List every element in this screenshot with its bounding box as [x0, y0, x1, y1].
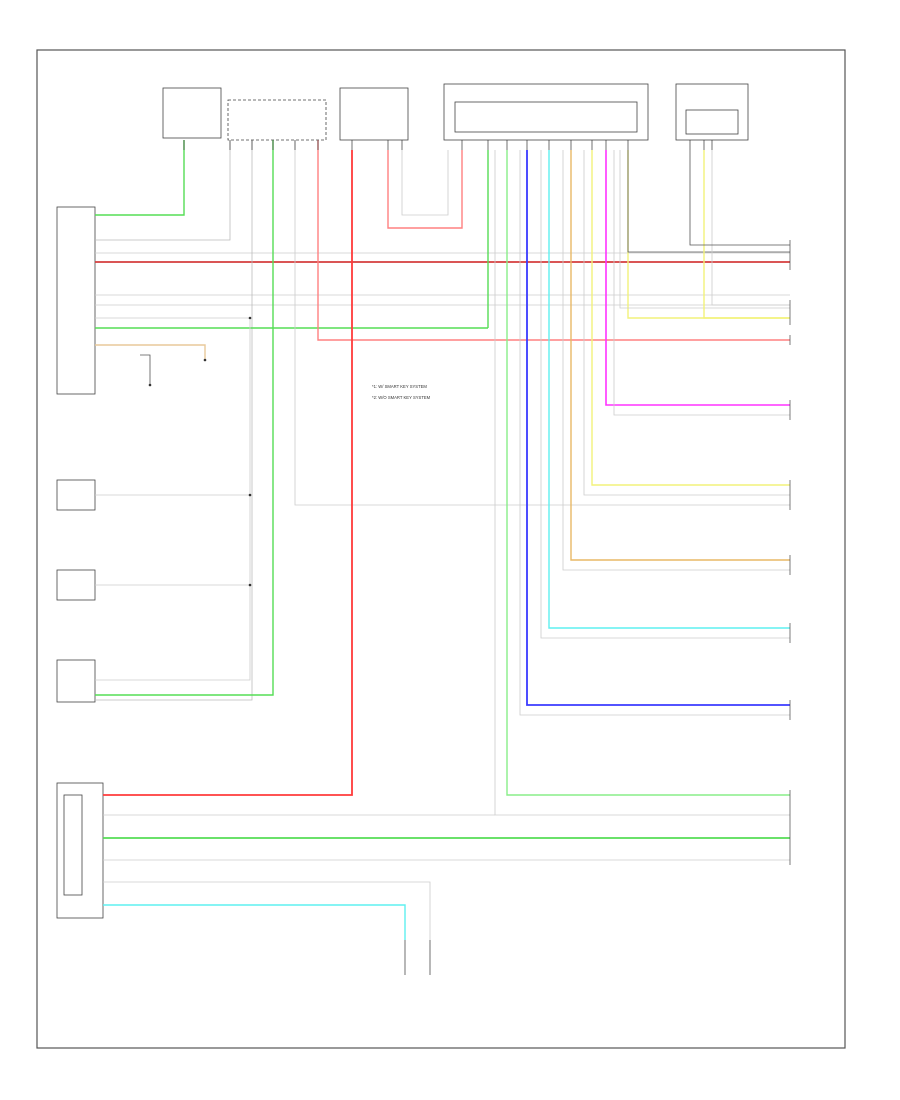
orange-wire: [570, 150, 790, 561]
green-wire: [95, 140, 185, 216]
cyan-wire: [103, 904, 406, 940]
green-wire: [95, 140, 231, 241]
left-side-inner-box: [454, 101, 638, 133]
sensor-switch-1: [56, 479, 96, 511]
ecu-lower: [56, 782, 104, 919]
gray-wire: [619, 150, 790, 309]
splice-points: [148, 316, 252, 587]
blue-wire: [526, 150, 790, 706]
black-wire: [140, 354, 151, 385]
gray-wire: [519, 150, 790, 716]
green-wire: [506, 150, 790, 796]
gray-wire: [103, 881, 431, 940]
gray-wire: [711, 150, 790, 306]
black-wire: [627, 150, 790, 253]
green-wire: [95, 140, 274, 696]
legend-line-1: *1: W/ SMART KEY SYSTEM: [372, 384, 427, 389]
green-wire: [95, 140, 253, 701]
gray-wire: [613, 150, 790, 416]
junction-block-3: [339, 87, 409, 141]
red-wire: [387, 150, 463, 229]
sensor-switch-2: [56, 569, 96, 601]
junction-block-1: [162, 87, 222, 139]
gray-wire: [583, 150, 790, 496]
gray-wire: [401, 150, 449, 216]
red-wire: [317, 140, 790, 341]
terminal-ticks: [183, 140, 713, 150]
right-side-junction-connector: [675, 83, 749, 141]
junction-block-2: [227, 99, 327, 141]
yellow-wire: [591, 150, 790, 486]
bottom-connector: [404, 940, 431, 975]
ecu-main: [56, 206, 96, 395]
wires: [95, 140, 790, 940]
yellow-wire: [627, 150, 790, 319]
yellow-wire: [703, 150, 790, 319]
left-components: [56, 206, 104, 919]
sensor-switch-3: [56, 659, 96, 703]
diagram-border: [36, 49, 846, 1049]
tan-wire: [95, 344, 206, 360]
gray-wire: [95, 320, 251, 681]
magenta-wire: [605, 150, 790, 406]
red-wire: [103, 150, 353, 796]
gray-wire: [294, 140, 790, 506]
top-connectors: [162, 83, 749, 141]
black-wire: [689, 150, 790, 246]
gray-wire: [540, 150, 790, 639]
left-side-junction-connector: [443, 83, 649, 141]
legend-line-2: *2: W/O SMART KEY SYSTEM: [372, 395, 431, 400]
cyan-wire: [548, 150, 790, 629]
right-side-inner-box: [685, 109, 739, 135]
ecu-lower-inner: [63, 794, 83, 896]
gray-wire: [562, 150, 790, 571]
